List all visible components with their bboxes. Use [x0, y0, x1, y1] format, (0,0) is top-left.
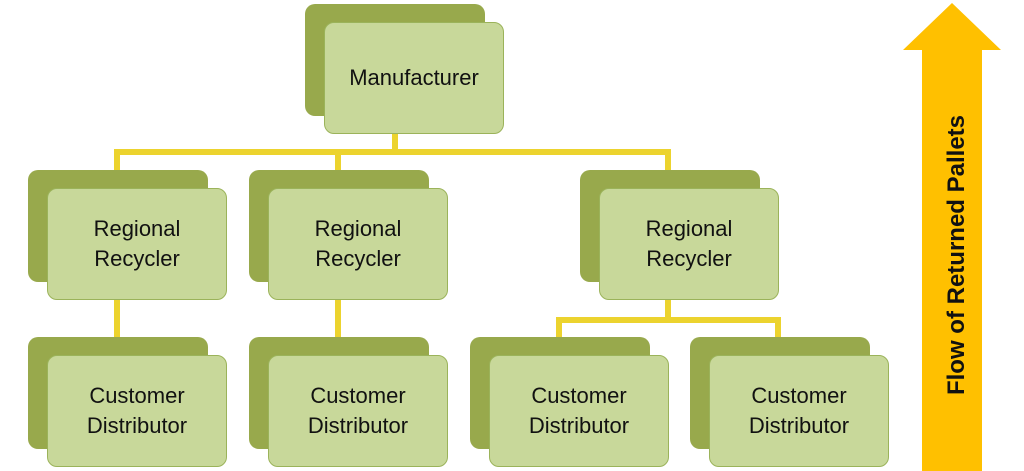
flow-arrow-label: Flow of Returned Pallets	[943, 114, 970, 396]
up-arrow-icon	[903, 3, 1001, 471]
node-label: Regional Recycler	[314, 216, 402, 271]
node-box: Regional Recycler	[268, 188, 448, 300]
node-label: Customer Distributor	[86, 383, 188, 438]
node-box: Manufacturer	[324, 22, 504, 134]
node-label: Customer Distributor	[307, 383, 409, 438]
node-label: Customer Distributor	[528, 383, 630, 438]
node-box: Customer Distributor	[47, 355, 227, 467]
node-label: Regional Recycler	[93, 216, 181, 271]
node-box: Customer Distributor	[268, 355, 448, 467]
node-label: Regional Recycler	[645, 216, 733, 271]
node-box: Regional Recycler	[599, 188, 779, 300]
node-box: Customer Distributor	[709, 355, 889, 467]
node-box: Regional Recycler	[47, 188, 227, 300]
node-label: Customer Distributor	[748, 383, 850, 438]
node-box: Customer Distributor	[489, 355, 669, 467]
node-label: Manufacturer	[349, 65, 479, 90]
flow-arrow-shape	[903, 3, 1001, 471]
